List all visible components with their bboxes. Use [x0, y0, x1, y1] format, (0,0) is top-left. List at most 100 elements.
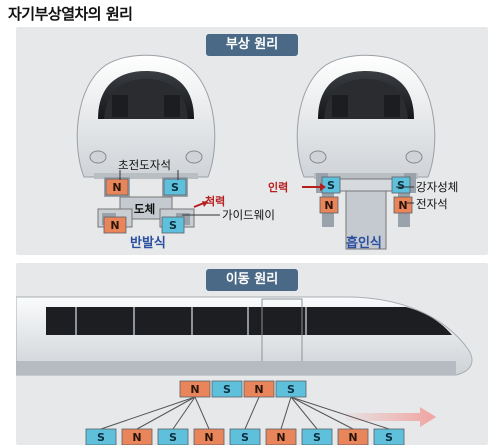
movement-diagram: N S N S S N S N S N S N S	[16, 296, 473, 445]
track-magnet: N	[265, 428, 297, 445]
track-magnet: S	[157, 428, 189, 445]
repulsive-magnet: N	[103, 216, 127, 234]
magnet-pole-label: S	[171, 181, 179, 194]
force-line	[280, 396, 292, 430]
attractive-train-icon	[296, 54, 436, 179]
magnet-pole-label: N	[324, 199, 333, 212]
page-title: 자기부상열차의 원리	[8, 5, 133, 23]
magnet-pole-label: S	[223, 383, 231, 396]
attractive-magnet: S	[321, 176, 341, 194]
magnet-block	[157, 428, 189, 445]
magnet-block	[161, 216, 185, 234]
force-line	[244, 396, 260, 430]
force-line	[290, 396, 390, 430]
magnet-block	[121, 428, 153, 445]
attractive-magnet: S	[391, 176, 411, 194]
track-magnet: S	[85, 428, 117, 445]
repulsive-type-label: 반발식	[130, 236, 166, 251]
train-magnet: S	[275, 380, 307, 398]
magnet-pole-label: S	[241, 431, 249, 444]
movement-badge: 이동 원리	[206, 269, 298, 291]
magnet-block	[301, 428, 333, 445]
track-magnet: S	[301, 428, 333, 445]
magnet-block	[275, 380, 307, 398]
guideway-label: 가이드웨이	[222, 208, 275, 222]
track-magnet: N	[121, 428, 153, 445]
magnet-block	[229, 428, 261, 445]
repulsive-magnet: S	[163, 178, 187, 196]
track-magnet: N	[193, 428, 225, 445]
magnet-pole-label: S	[313, 431, 321, 444]
magnet-block	[391, 176, 411, 194]
magnet-pole-label: S	[287, 383, 295, 396]
magnet-block	[103, 216, 127, 234]
magnetic-force-lines	[100, 396, 390, 430]
magnet-block	[193, 428, 225, 445]
magnet-block	[337, 428, 369, 445]
attraction-label: 인력	[268, 181, 289, 194]
force-line	[290, 396, 318, 430]
magnet-pole-label: S	[397, 179, 405, 192]
magnet-block	[265, 428, 297, 445]
magnet-block	[85, 428, 117, 445]
attractive-type-label: 흡인식	[346, 236, 382, 251]
magnet-pole-label: N	[110, 219, 119, 232]
repulsive-magnet: S	[161, 216, 185, 234]
movement-panel: N S N S S N S N S N S N S 이동 원리	[16, 263, 488, 445]
train-magnet: S	[211, 380, 243, 398]
magnet-pole-label: N	[348, 431, 357, 444]
magnet-pole-label: S	[169, 219, 177, 232]
magnet-pole-label: N	[276, 431, 285, 444]
magnet-block	[393, 196, 413, 214]
repulsive-magnets: N S N S	[103, 178, 187, 234]
force-line	[136, 396, 196, 430]
electromagnet-label: 전자석	[416, 197, 448, 211]
magnet-block	[179, 380, 211, 398]
magnet-pole-label: N	[398, 199, 407, 212]
magnet-pole-label: S	[327, 179, 335, 192]
repulsion-arrowhead	[202, 201, 208, 207]
magnet-block	[163, 178, 187, 196]
ferromagnet-label: 강자성체	[416, 180, 459, 194]
force-line	[172, 396, 196, 430]
magnet-pole-label: N	[254, 383, 263, 396]
train-magnet: N	[179, 380, 211, 398]
magnet-pole-label: S	[169, 431, 177, 444]
superconducting-magnet-label: 초전도자석	[118, 158, 171, 172]
force-line	[194, 396, 210, 430]
repulsive-train-icon	[76, 54, 216, 179]
track-magnet: S	[229, 428, 261, 445]
force-line	[100, 396, 196, 430]
magnet-pole-label: N	[204, 431, 213, 444]
magnet-block	[243, 380, 275, 398]
magnet-pole-label: N	[190, 383, 199, 396]
magnet-pole-label: N	[132, 431, 141, 444]
magnet-block	[319, 196, 339, 214]
attraction-arrowhead	[320, 183, 326, 191]
repulsion-arrow	[193, 202, 205, 208]
magnet-pole-label: N	[112, 181, 121, 194]
magnet-pole-label: S	[385, 431, 393, 444]
magnet-pole-label: S	[97, 431, 105, 444]
maglev-train-side-icon	[16, 296, 473, 376]
magnet-block	[373, 428, 405, 445]
levitation-badge: 부상 원리	[206, 34, 298, 56]
attractive-magnet: N	[393, 196, 413, 214]
train-magnet: N	[243, 380, 275, 398]
track-magnet: N	[337, 428, 369, 445]
magnet-block	[211, 380, 243, 398]
attractive-magnet: N	[319, 196, 339, 214]
conductor-label: 도체	[134, 202, 156, 216]
motion-direction-arrow	[346, 407, 436, 427]
repulsive-magnet: N	[105, 178, 129, 196]
guideway-rail	[333, 178, 399, 250]
track-magnet: S	[373, 428, 405, 445]
force-line	[290, 396, 354, 430]
repulsion-label: 척력	[205, 195, 226, 208]
magnet-block	[105, 178, 129, 196]
